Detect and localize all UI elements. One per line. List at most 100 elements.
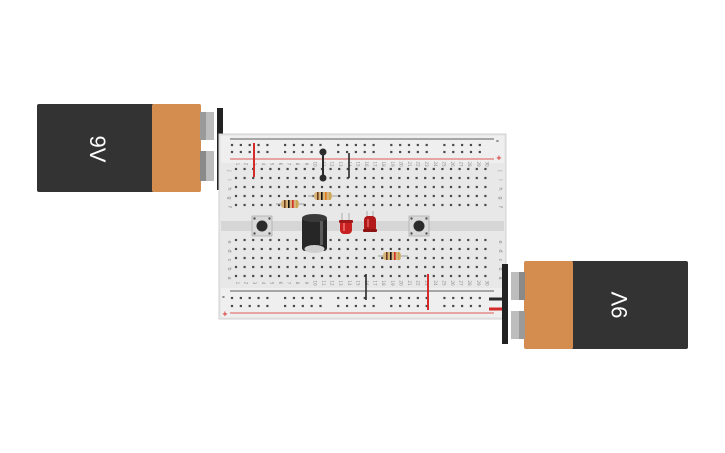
hole-a-11[interactable]	[320, 274, 324, 278]
hole-d-19[interactable]	[389, 247, 392, 251]
hole-g-16[interactable]	[363, 194, 367, 198]
hole-g-21[interactable]	[406, 194, 410, 198]
hole-c-11[interactable]	[320, 256, 324, 260]
hole-g-2[interactable]	[243, 194, 246, 198]
battery-left[interactable]: 9V	[37, 104, 236, 192]
hole-b-21[interactable]	[406, 265, 410, 269]
hole-j-22[interactable]	[415, 167, 418, 171]
hole-a-1[interactable]	[234, 274, 238, 278]
bottom-rail-plus-hole[interactable]	[337, 304, 340, 308]
top-rail-plus-hole[interactable]	[363, 150, 366, 154]
hole-i-2[interactable]	[243, 176, 246, 180]
hole-a-14[interactable]	[346, 274, 349, 278]
hole-h-30[interactable]	[484, 185, 487, 189]
hole-g-30[interactable]	[484, 194, 487, 198]
hole-g-24[interactable]	[432, 194, 435, 198]
hole-h-3[interactable]	[252, 185, 255, 189]
hole-j-6[interactable]	[277, 167, 281, 171]
top-rail-plus-hole[interactable]	[469, 150, 473, 154]
hole-f-24[interactable]	[432, 203, 435, 207]
hole-a-2[interactable]	[243, 274, 246, 278]
hole-b-28[interactable]	[467, 265, 470, 269]
hole-g-4[interactable]	[260, 194, 263, 198]
hole-f-20[interactable]	[398, 203, 401, 207]
hole-d-25[interactable]	[441, 247, 444, 251]
top-rail-minus-hole[interactable]	[354, 143, 357, 147]
hole-a-4[interactable]	[260, 274, 263, 278]
resistor-3[interactable]	[378, 252, 408, 260]
top-rail-minus-hole[interactable]	[372, 143, 375, 147]
hole-b-18[interactable]	[381, 265, 384, 269]
hole-g-25[interactable]	[441, 194, 444, 198]
hole-c-26[interactable]	[449, 256, 453, 260]
top-rail-plus-hole[interactable]	[248, 150, 251, 154]
battery-right[interactable]: 9V	[489, 261, 688, 349]
hole-e-15[interactable]	[355, 238, 358, 242]
hole-a-18[interactable]	[381, 274, 384, 278]
bottom-rail-plus-hole[interactable]	[452, 304, 455, 308]
hole-c-23[interactable]	[424, 256, 427, 260]
hole-e-26[interactable]	[449, 238, 453, 242]
hole-g-26[interactable]	[449, 194, 453, 198]
hole-f-10[interactable]	[312, 203, 315, 207]
hole-a-3[interactable]	[252, 274, 255, 278]
top-rail-minus-hole[interactable]	[407, 143, 411, 147]
hole-a-19[interactable]	[389, 274, 392, 278]
hole-j-16[interactable]	[363, 167, 367, 171]
hole-g-22[interactable]	[415, 194, 418, 198]
top-rail-plus-hole[interactable]	[345, 150, 349, 154]
hole-c-6[interactable]	[277, 256, 281, 260]
bottom-rail-plus-hole[interactable]	[310, 304, 313, 308]
hole-c-21[interactable]	[406, 256, 410, 260]
hole-a-12[interactable]	[329, 274, 332, 278]
hole-f-19[interactable]	[389, 203, 392, 207]
hole-b-29[interactable]	[475, 265, 478, 269]
hole-e-27[interactable]	[458, 238, 461, 242]
hole-e-6[interactable]	[277, 238, 281, 242]
hole-f-21[interactable]	[406, 203, 410, 207]
hole-e-3[interactable]	[252, 238, 255, 242]
bottom-rail-minus-hole[interactable]	[390, 296, 393, 300]
bottom-rail-plus-hole[interactable]	[372, 304, 375, 308]
hole-g-29[interactable]	[475, 194, 478, 198]
hole-h-7[interactable]	[286, 185, 289, 189]
hole-b-9[interactable]	[303, 265, 306, 269]
bottom-rail-plus-hole[interactable]	[399, 304, 402, 308]
top-rail-plus-hole[interactable]	[284, 150, 287, 154]
hole-c-12[interactable]	[329, 256, 332, 260]
hole-g-14[interactable]	[346, 194, 349, 198]
bottom-rail-plus-hole[interactable]	[425, 304, 428, 308]
top-rail-minus-hole[interactable]	[478, 143, 481, 147]
hole-d-21[interactable]	[406, 247, 410, 251]
hole-f-1[interactable]	[234, 203, 238, 207]
hole-f-22[interactable]	[415, 203, 418, 207]
hole-h-12[interactable]	[329, 185, 332, 189]
hole-d-2[interactable]	[243, 247, 246, 251]
hole-g-13[interactable]	[338, 194, 341, 198]
hole-e-7[interactable]	[286, 238, 289, 242]
hole-j-5[interactable]	[269, 167, 272, 171]
top-rail-plus-hole[interactable]	[310, 150, 313, 154]
hole-h-22[interactable]	[415, 185, 418, 189]
hole-g-28[interactable]	[467, 194, 470, 198]
hole-h-25[interactable]	[441, 185, 444, 189]
top-rail-minus-hole[interactable]	[452, 143, 455, 147]
hole-d-17[interactable]	[372, 247, 375, 251]
hole-e-2[interactable]	[243, 238, 246, 242]
hole-b-8[interactable]	[295, 265, 298, 269]
hole-c-3[interactable]	[252, 256, 255, 260]
hole-j-14[interactable]	[346, 167, 349, 171]
hole-j-1[interactable]	[234, 167, 238, 171]
top-rail-minus-hole[interactable]	[399, 143, 402, 147]
bottom-rail-minus-hole[interactable]	[363, 296, 366, 300]
top-rail-plus-hole[interactable]	[452, 150, 455, 154]
hole-j-17[interactable]	[372, 167, 375, 171]
bottom-rail-plus-hole[interactable]	[284, 304, 287, 308]
top-rail-minus-hole[interactable]	[319, 143, 322, 147]
hole-h-15[interactable]	[355, 185, 358, 189]
hole-i-3[interactable]	[252, 176, 255, 180]
top-rail-plus-hole[interactable]	[461, 150, 464, 154]
bottom-rail-plus-hole[interactable]	[266, 304, 269, 308]
hole-a-13[interactable]	[338, 274, 341, 278]
top-rail-plus-hole[interactable]	[407, 150, 411, 154]
